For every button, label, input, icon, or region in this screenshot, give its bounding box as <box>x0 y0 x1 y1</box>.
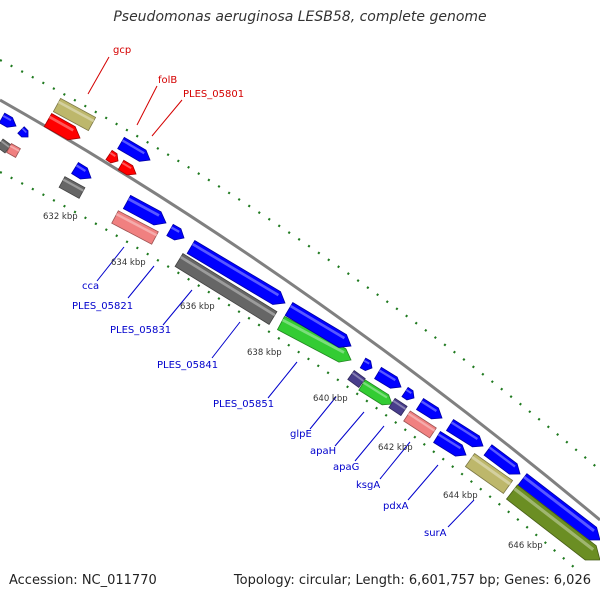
gene-label-ples-05801: PLES_05801 <box>183 89 244 100</box>
gene-arrow-glpE <box>359 357 373 372</box>
gene-label-cca: cca <box>82 281 99 292</box>
gene-arrow-a <box>0 112 17 128</box>
gene-arrow-apaH <box>374 366 402 389</box>
gene-box-d-highlight <box>9 145 20 152</box>
leader-ples-05851 <box>267 361 298 399</box>
gene-box-o-highlight <box>471 455 511 486</box>
inner-dotted-track <box>0 171 577 568</box>
leader-ples-05841 <box>211 321 241 359</box>
leader-ples-05801 <box>151 99 183 137</box>
gene-arrow-surA-highlight <box>437 433 462 450</box>
gene-label-ples-05821: PLES_05821 <box>72 301 133 312</box>
gene-features <box>0 97 600 561</box>
gene-box-k-highlight <box>351 372 365 382</box>
leader-cca <box>96 246 125 282</box>
map-title: Pseudomonas aeruginosa LESB58, complete … <box>113 9 487 25</box>
leader-ples-05821 <box>127 265 155 299</box>
tick-label-638: 638 kbp <box>247 348 282 358</box>
tick-label-640: 640 kbp <box>313 394 348 404</box>
genome-summary-text: Topology: circular; Length: 6,601,757 bp… <box>233 573 591 588</box>
gene-arrow-a-highlight <box>2 115 12 122</box>
gene-arrow-p-highlight <box>489 446 516 468</box>
gene-arrow-g-highlight <box>75 164 87 172</box>
accession-text: Accession: NC_011770 <box>9 573 157 588</box>
gene-arrow-m <box>415 397 443 420</box>
gene-arrow-i-highlight <box>170 226 180 233</box>
outer-dotted-track <box>0 59 600 471</box>
leader-apaH <box>334 411 365 447</box>
leader-gcp <box>87 56 110 95</box>
gene-arrow-b-highlight <box>21 128 27 133</box>
gene-label-ksgA: ksgA <box>356 480 380 491</box>
gene-arrow-i <box>166 223 185 241</box>
gene-label-ples-05851: PLES_05851 <box>213 399 274 410</box>
gene-label-pdxA: pdxA <box>383 501 409 512</box>
gene-arrow-ples-05851-highlight <box>281 318 345 354</box>
gene-box-l-highlight <box>392 400 406 410</box>
leader-folB <box>136 85 158 126</box>
gene-box-ples-05821-highlight <box>115 213 158 237</box>
gene-label-gcp: gcp <box>113 45 131 56</box>
gene-arrow-cca-highlight <box>127 197 160 217</box>
gene-arrow-g <box>71 161 92 180</box>
gene-arrow-folB-main-highlight <box>49 115 74 132</box>
leader-glpE <box>309 396 337 430</box>
gene-box-l <box>388 397 408 417</box>
gene-box-h <box>58 176 86 199</box>
tick-label-646: 646 kbp <box>508 541 543 551</box>
gene-arrow-n-highlight <box>450 421 479 440</box>
gene-arrow-apaG-highlight <box>362 381 388 399</box>
leader-ksgA <box>379 441 411 480</box>
gene-label-surA: surA <box>424 528 447 539</box>
gene-arrow-j-highlight <box>290 304 346 340</box>
leader-surA <box>447 499 475 528</box>
label-leader-lines <box>87 56 475 528</box>
gene-box-o <box>464 452 514 495</box>
leader-apaG <box>354 425 385 462</box>
leader-pdxA <box>407 464 439 501</box>
gene-arrow-b <box>17 126 29 138</box>
gene-label-apaH: apaH <box>310 446 336 457</box>
gene-arrow-red-e <box>105 149 119 164</box>
gene-arrow-r <box>505 484 600 561</box>
gene-label-glpE: glpE <box>290 429 312 440</box>
gene-label-folB: folB <box>158 75 177 86</box>
gene-arrow-q-highlight <box>523 475 595 532</box>
gene-arrow-p <box>483 444 521 475</box>
gene-label-apaG: apaG <box>333 462 359 473</box>
tick-label-642: 642 kbp <box>378 443 413 453</box>
leader-ples-05831 <box>162 289 193 326</box>
gene-arrow-red-f-highlight <box>121 162 132 170</box>
tick-label-632: 632 kbp <box>43 212 78 222</box>
gene-arrow-ksgA <box>401 386 415 401</box>
gene-label-ples-05841: PLES_05841 <box>157 360 218 371</box>
gene-label-ples-05831: PLES_05831 <box>110 325 171 336</box>
gene-box-k <box>347 370 366 388</box>
gene-arrow-ksgA-highlight <box>405 389 412 395</box>
gene-box-c-highlight <box>0 140 10 148</box>
gene-arrow-r-highlight <box>513 487 595 551</box>
tick-label-634: 634 kbp <box>111 258 146 268</box>
gene-arrow-red-e-highlight <box>109 152 116 158</box>
genome-backbone <box>0 98 600 522</box>
gene-arrow-m-highlight <box>420 400 438 412</box>
gene-arrow-glpE-highlight <box>363 359 370 365</box>
gene-box-gcp-highlight <box>57 100 95 123</box>
gene-box-h-highlight <box>62 178 84 192</box>
tick-label-636: 636 kbp <box>180 302 215 312</box>
gene-arrow-ples-05831-highlight <box>192 242 280 297</box>
gene-box-ples-05841 <box>174 253 278 325</box>
gene-box-ples-05841-highlight <box>180 255 276 317</box>
gene-box-d <box>6 143 21 158</box>
gene-arrow-apaH-highlight <box>378 369 396 382</box>
tick-label-644: 644 kbp <box>443 491 478 501</box>
gene-box-pdxA-highlight <box>407 412 436 432</box>
gene-arrow-ples-05801-highlight <box>121 139 145 155</box>
